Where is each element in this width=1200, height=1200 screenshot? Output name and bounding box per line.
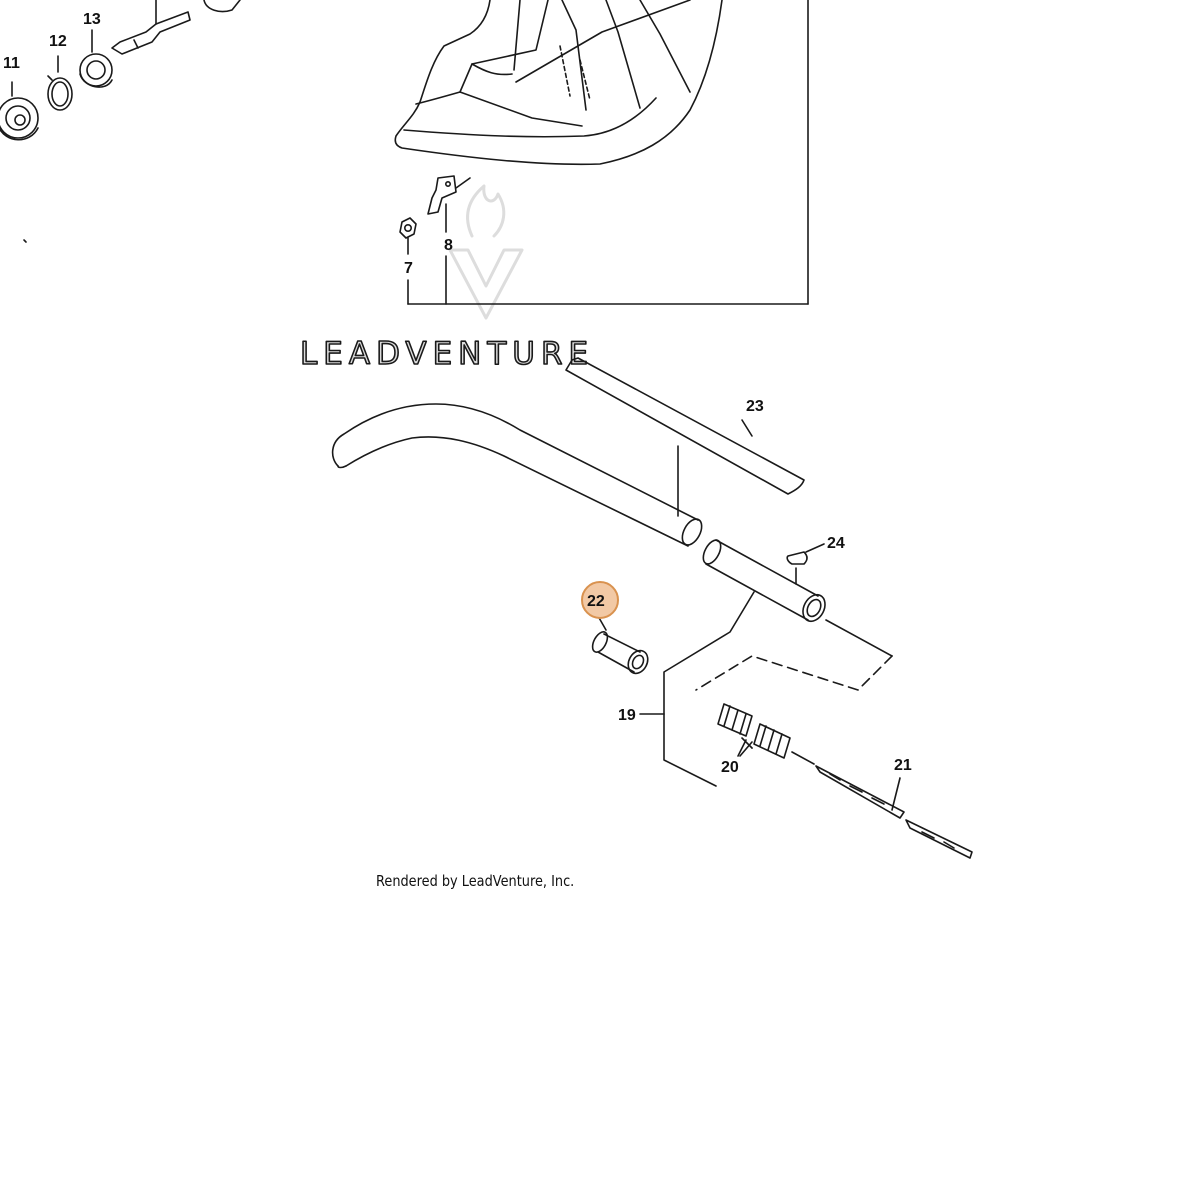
part-22-sleeve xyxy=(591,615,649,675)
shaft-tube xyxy=(695,539,893,691)
callout-12[interactable]: 12 xyxy=(49,33,67,50)
callout-8[interactable]: 8 xyxy=(444,237,453,254)
part-24-clip xyxy=(786,543,825,585)
part-20-leader xyxy=(739,741,753,757)
callout-7[interactable]: 7 xyxy=(404,260,413,277)
assembly-callout-box xyxy=(407,0,809,305)
callout-24[interactable]: 24 xyxy=(827,535,845,552)
guard-housing xyxy=(394,0,723,166)
part-13-bearing xyxy=(79,29,113,88)
part-21-drive-shaft xyxy=(791,751,973,859)
part-23-grip-strip xyxy=(565,357,805,495)
callout-22[interactable]: 22 xyxy=(587,593,605,610)
callout-20[interactable]: 20 xyxy=(721,759,739,776)
part-8-bracket xyxy=(427,175,471,233)
part-11-bearing-cup xyxy=(0,81,39,141)
part-12-snap-ring xyxy=(47,55,73,111)
handle-tube xyxy=(331,403,703,547)
part-24-leader-mark xyxy=(23,239,27,243)
callout-13[interactable]: 13 xyxy=(83,11,101,28)
part-7-nut xyxy=(399,217,417,255)
callout-23[interactable]: 23 xyxy=(746,398,764,415)
part-20-coupler xyxy=(717,703,791,759)
part-19-leader xyxy=(639,591,755,787)
callout-21[interactable]: 21 xyxy=(894,757,912,774)
drive-shaft-top xyxy=(111,0,241,55)
watermark-brand-text: LEADVENTURE xyxy=(300,336,594,372)
selected-part-highlight[interactable] xyxy=(581,581,619,619)
leadventure-logo-watermark xyxy=(448,184,524,320)
callout-19[interactable]: 19 xyxy=(618,707,636,724)
rendered-by-credit: Rendered by LeadVenture, Inc. xyxy=(376,872,575,890)
callout-11[interactable]: 11 xyxy=(3,55,20,72)
